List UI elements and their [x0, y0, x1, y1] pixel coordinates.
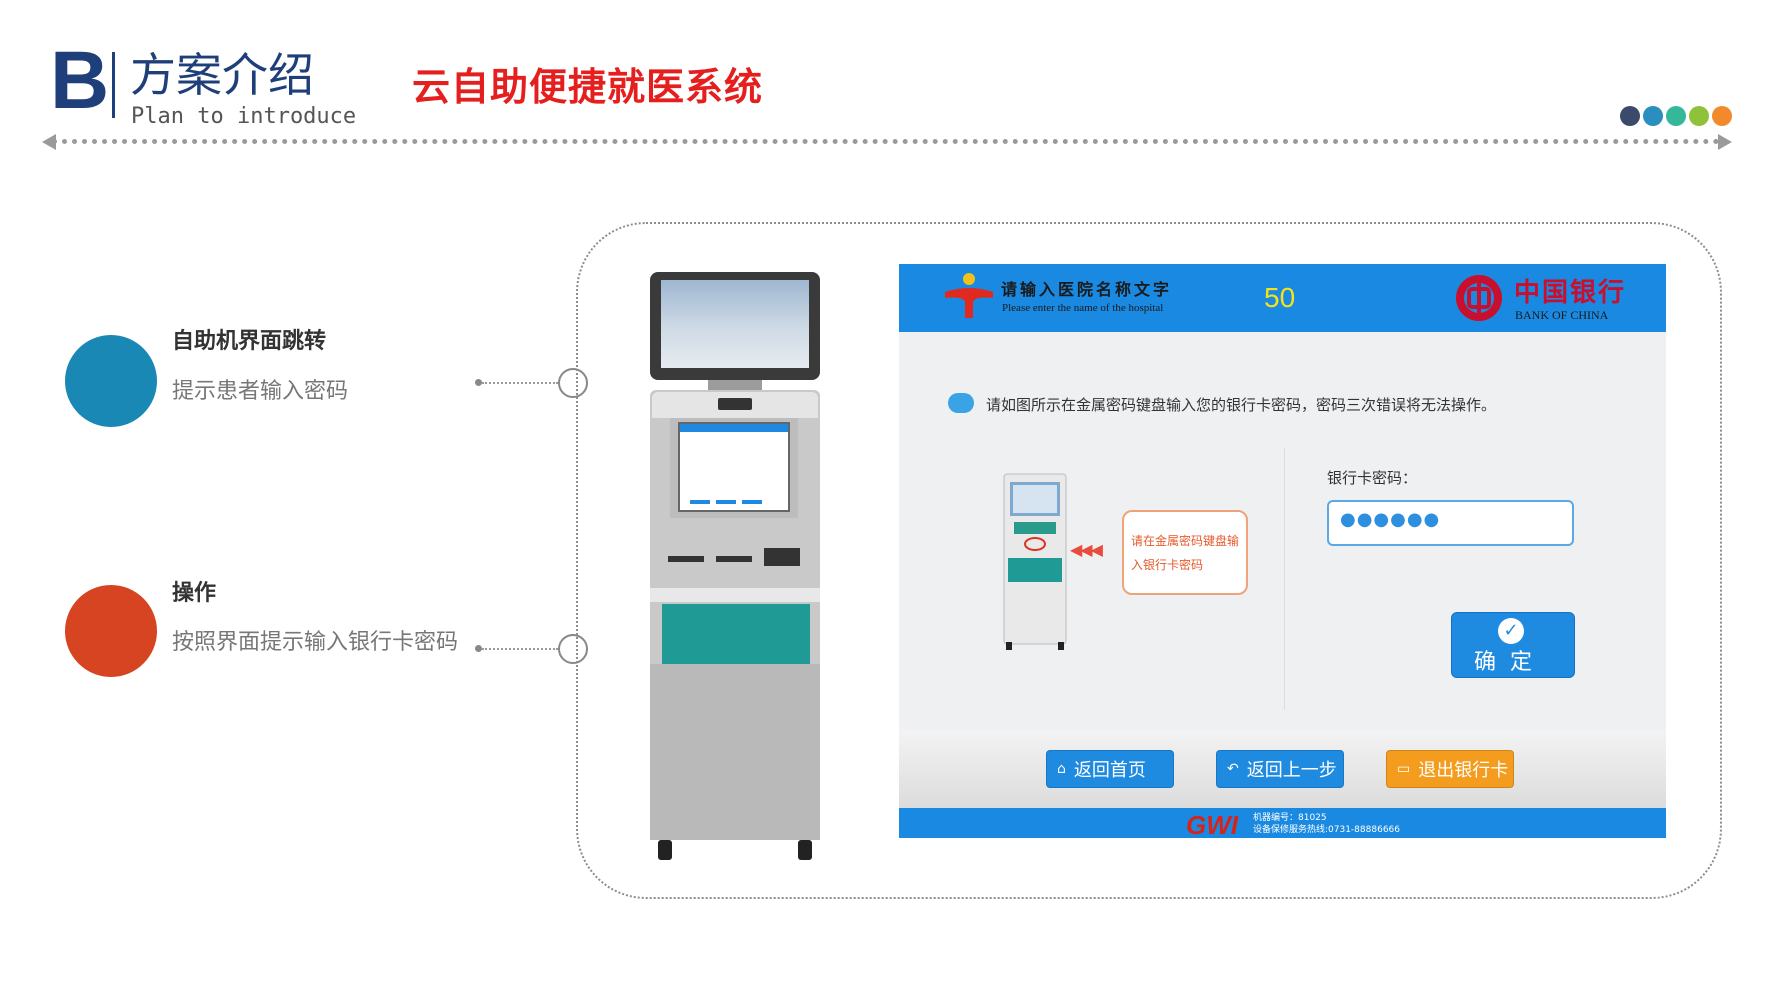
header-rule [52, 139, 1720, 144]
bank-name-en: BANK OF CHINA [1515, 308, 1609, 322]
kiosk-slot [668, 556, 704, 562]
hospital-name-en: Please enter the name of the hospital [1002, 302, 1164, 314]
kiosk-top-screen-display [661, 280, 809, 368]
feature-1-title: 自助机界面跳转 [172, 329, 327, 354]
section-letter: B [50, 35, 110, 126]
color-dot [1689, 106, 1709, 126]
eject-card-button[interactable]: ▭ 退出银行卡 [1386, 750, 1514, 788]
kiosk-panel [662, 604, 810, 664]
pointer-arrows-icon: ◀◀◀ [1070, 540, 1103, 559]
kiosk-shelf [650, 588, 820, 602]
mini-kiosk-icon [1003, 473, 1067, 650]
color-dot [1620, 106, 1640, 126]
color-dots [1620, 106, 1732, 128]
eject-card-button-label: 退出银行卡 [1418, 760, 1509, 781]
back-button-label: 返回上一步 [1246, 760, 1337, 781]
hospital-name: 请输入医院名称文字 [1001, 280, 1173, 299]
kiosk-wheel [658, 840, 672, 860]
bank-name: 中国银行 [1514, 278, 1627, 308]
system-name: 云自助便捷就医系统 [412, 65, 764, 109]
rule-arrow-right-icon [1718, 134, 1732, 150]
connector-dot [475, 379, 482, 386]
card-eject-icon: ▭ [1397, 761, 1411, 777]
check-icon: ✓ [1498, 618, 1524, 644]
back-button[interactable]: ↶ 返回上一步 [1216, 750, 1344, 788]
kiosk-monitor-button [742, 500, 762, 504]
kiosk-camera [718, 398, 752, 410]
feature-2-desc: 按照界面提示输入银行卡密码 [172, 630, 459, 655]
feature-2-circle [65, 585, 157, 677]
page-subtitle: Plan to introduce [131, 104, 357, 129]
rule-arrow-left-icon [42, 134, 56, 150]
countdown-timer: 50 [1264, 282, 1296, 313]
bank-logo-icon [1456, 275, 1502, 321]
app-footer [899, 808, 1666, 838]
connector-line [482, 382, 558, 384]
instruction-text: 请如图所示在金属密码键盘输入您的银行卡密码，密码三次错误将无法操作。 [986, 396, 1497, 414]
hospital-logo-mark-icon [945, 288, 993, 318]
home-button-label: 返回首页 [1073, 760, 1146, 781]
feature-1-circle [65, 335, 157, 427]
password-value: ●●●●●● [1340, 509, 1441, 530]
color-dot [1643, 106, 1663, 126]
hint-text: 请在金属密码键盘输入银行卡密码 [1131, 534, 1240, 572]
home-button[interactable]: ⌂ 返回首页 [1046, 750, 1174, 788]
kiosk-monitor-button [716, 500, 736, 504]
password-label: 银行卡密码： [1327, 469, 1418, 487]
body-divider [1284, 448, 1285, 710]
connector-ring [558, 634, 588, 664]
footer-machine-id: 机器编号：81025 [1253, 813, 1327, 823]
connector-ring [558, 368, 588, 398]
kiosk-monitor-bar [680, 424, 788, 432]
kiosk-neck [708, 380, 762, 392]
back-icon: ↶ [1227, 761, 1239, 777]
color-dot [1666, 106, 1686, 126]
content-frame [576, 222, 1722, 899]
kiosk-monitor [678, 422, 790, 512]
message-icon [948, 393, 974, 413]
hint-box [1122, 510, 1248, 595]
feature-1-desc: 提示患者输入密码 [172, 379, 349, 404]
kiosk-monitor-button [690, 500, 710, 504]
connector-dot [475, 645, 482, 652]
header-divider [112, 52, 115, 118]
kiosk-slot [716, 556, 752, 562]
kiosk-cabinet [650, 664, 820, 840]
footer-brand: GWI [1186, 810, 1238, 840]
connector-line [482, 648, 558, 650]
confirm-label: 确定 [1474, 650, 1547, 675]
page-title: 方案介绍 [130, 48, 314, 102]
kiosk-printer [764, 548, 800, 566]
color-dot [1712, 106, 1732, 126]
hospital-logo-icon [963, 273, 975, 285]
kiosk-wheel [798, 840, 812, 860]
footer-hotline: 设备保修服务热线:0731-88886666 [1253, 825, 1400, 835]
footer-info: 机器编号：81025 设备保修服务热线:0731-88886666 [1253, 812, 1400, 836]
app-header [899, 264, 1666, 332]
password-input[interactable] [1327, 500, 1574, 546]
home-icon: ⌂ [1057, 761, 1066, 777]
feature-2-title: 操作 [172, 581, 217, 606]
